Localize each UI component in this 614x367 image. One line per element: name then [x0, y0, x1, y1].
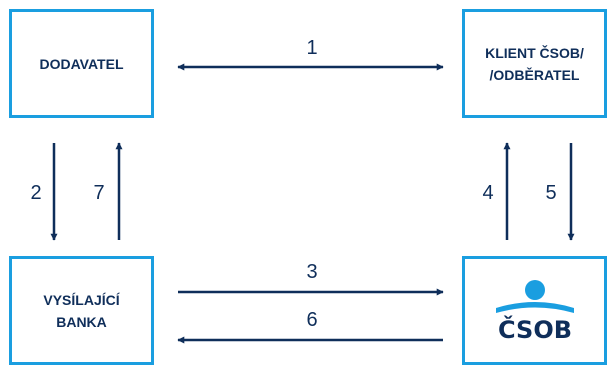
csob-logo-body-icon	[495, 301, 574, 313]
client-label: KLIENT ČSOB/ /ODBĚRATEL	[485, 44, 584, 83]
sending-bank-label: VYSÍLAJÍCÍ BANKA	[43, 291, 120, 330]
csob-logo: ČSOB	[495, 279, 574, 344]
flow-number-6: 6	[306, 309, 317, 331]
csob-logo-text: ČSOB	[497, 314, 571, 344]
flow-number-2: 2	[30, 182, 41, 204]
flow-number-3: 3	[306, 261, 317, 283]
sending-bank-box: VYSÍLAJÍCÍ BANKA	[9, 256, 154, 365]
csob-logo-head-icon	[524, 279, 545, 300]
flow-number-7: 7	[93, 182, 104, 204]
csob-box: ČSOB	[462, 256, 607, 365]
flow-number-4: 4	[482, 182, 493, 204]
supplier-box: DODAVATEL	[9, 9, 154, 118]
flow-number-5: 5	[545, 182, 556, 204]
supplier-label: DODAVATEL	[39, 55, 124, 72]
flow-number-1: 1	[306, 37, 317, 59]
client-box: KLIENT ČSOB/ /ODBĚRATEL	[462, 9, 607, 118]
